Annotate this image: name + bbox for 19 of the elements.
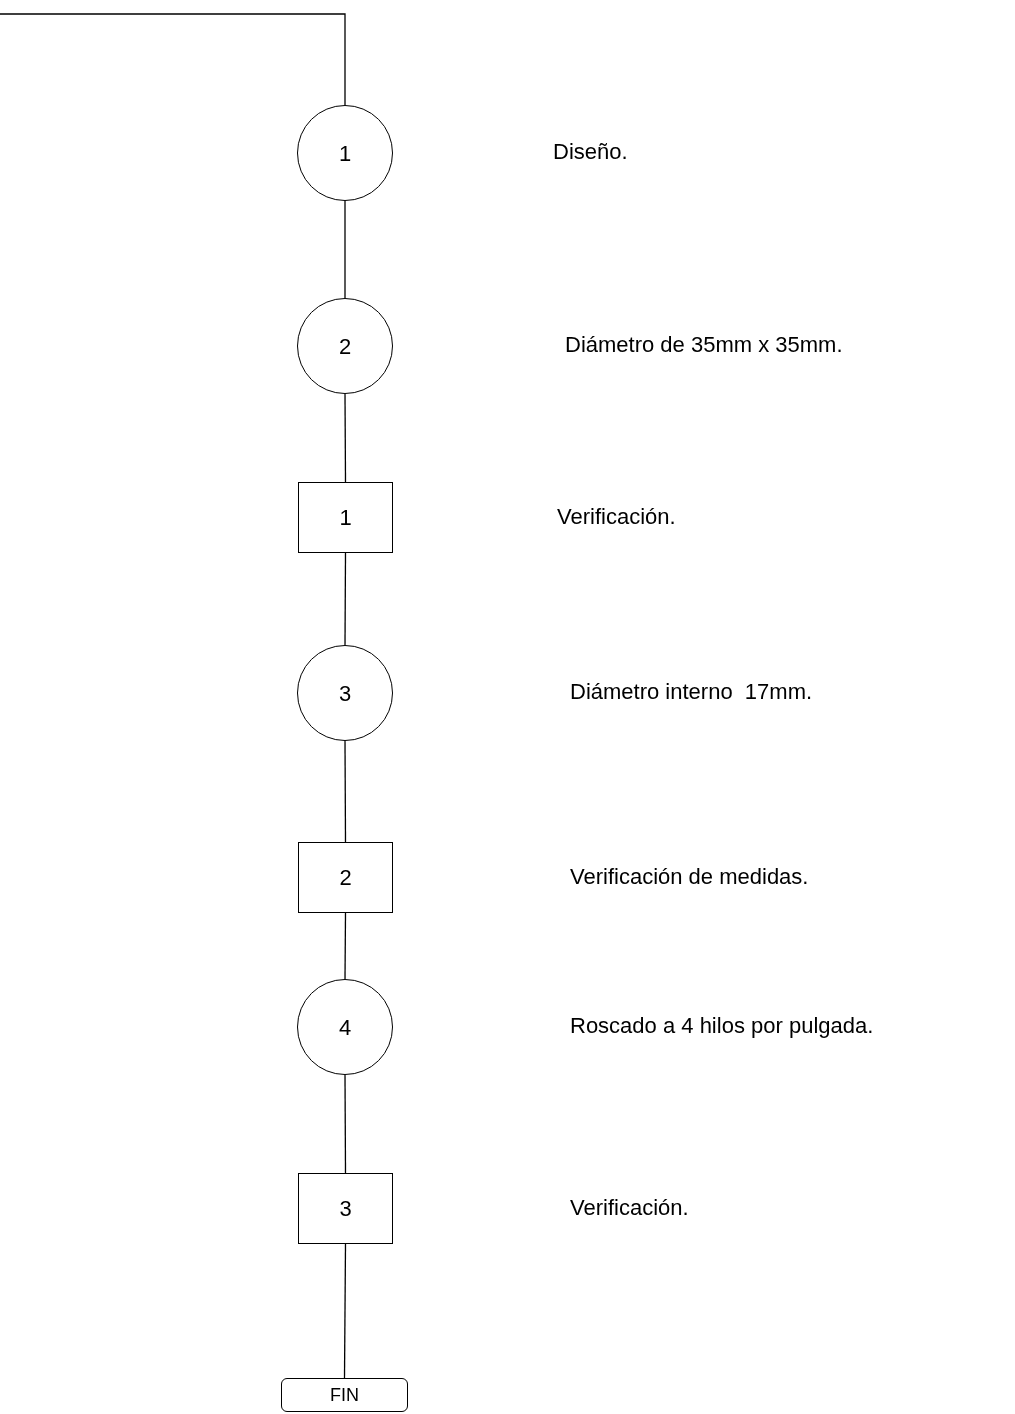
connector-line <box>344 912 347 980</box>
connector-line <box>344 1074 347 1174</box>
step-description: Roscado a 4 hilos por pulgada. <box>570 1015 874 1037</box>
step-description: Diámetro de 35mm x 35mm. <box>565 334 843 356</box>
inspection-box: 3 <box>298 1173 393 1244</box>
step-description: Verificación. <box>570 1196 689 1219</box>
step-description: Verificación. <box>557 505 676 528</box>
connector-line <box>344 200 346 299</box>
connector-line <box>344 393 347 483</box>
connector-line <box>344 552 347 646</box>
step-description: Diámetro interno 17mm. <box>570 681 813 703</box>
connector-line <box>0 13 346 106</box>
inspection-box: 2 <box>298 842 393 913</box>
step-description: Verificación de medidas. <box>570 865 809 888</box>
inspection-box: 1 <box>298 482 393 553</box>
end-terminal: FIN <box>281 1378 408 1412</box>
connector-line <box>344 740 347 843</box>
step-description: Diseño. <box>553 141 628 163</box>
connector-line <box>343 1243 347 1379</box>
